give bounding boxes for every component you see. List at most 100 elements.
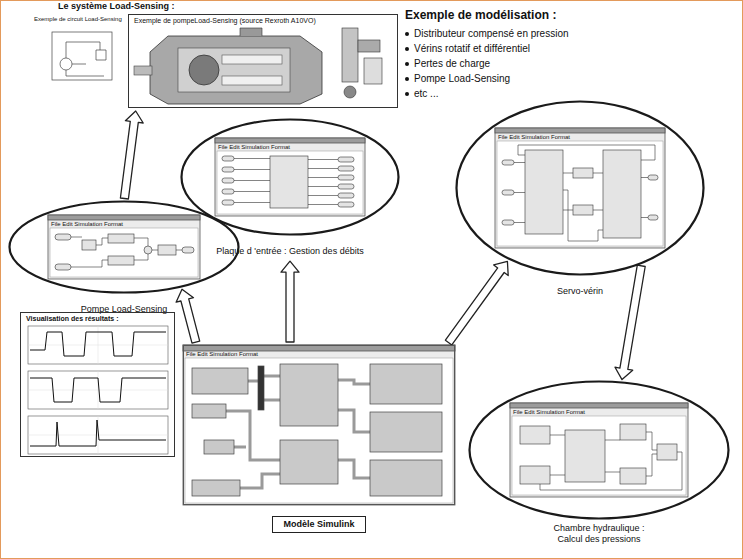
- drawing-rect: [370, 412, 442, 452]
- drawing-rect: [648, 175, 658, 180]
- menu-bar: File Edit Simulation Format: [51, 221, 123, 227]
- drawing-rect: [215, 138, 365, 216]
- drawing-rect: [648, 215, 658, 220]
- drawing-circle: [60, 58, 72, 70]
- drawing-rect: [512, 416, 686, 495]
- menu-bar: File Edit Simulation Format: [186, 351, 258, 357]
- drawing-rect: [657, 444, 677, 460]
- menu-bar: File Edit Simulation Format: [513, 409, 585, 415]
- drawing-rect: [510, 403, 688, 497]
- simulink-window: Modèle Simulink: [183, 345, 455, 505]
- figure-frame: Exemple de pompeLoad-Sensing (source Rex…: [128, 14, 398, 108]
- drawing-rect: [270, 156, 308, 208]
- drawing-path: [30, 332, 166, 356]
- drawing-rect: [338, 202, 354, 207]
- drawing-path: [66, 42, 106, 76]
- drawing-rect: [178, 48, 290, 92]
- section-heading: Exemple de modélisation :: [405, 8, 556, 22]
- section-heading: Le système Load-Sensing :: [58, 1, 175, 12]
- drawing-rect: [183, 345, 455, 505]
- ellipse-outline: [470, 382, 729, 519]
- drawing-path: [150, 36, 322, 104]
- drawing-path: [71, 237, 182, 267]
- drawing-rect: [342, 28, 358, 82]
- zoom-ellipse: Plaque d 'entrée : Gestion des débits: [180, 118, 400, 258]
- drawing-rect: [338, 193, 354, 198]
- drawing-rect: [192, 368, 248, 394]
- drawing-circle: [189, 55, 219, 85]
- block-diagram: [192, 364, 442, 496]
- drawing-rect: [565, 430, 605, 482]
- label-row: Servo-vérin: [455, 279, 705, 298]
- drawing-rect: [222, 178, 234, 183]
- drawing-rect: [48, 215, 200, 279]
- bullet-item: Distributeur compensé en pression: [414, 28, 569, 40]
- window-caption: Modèle Simulink: [272, 516, 365, 533]
- drawing-rect: [620, 468, 646, 484]
- block-diagram: [55, 234, 194, 270]
- drawing-rect: [50, 228, 198, 277]
- hollow-arrow: [615, 265, 645, 379]
- drawing-path: [30, 378, 166, 402]
- drawing-rect: [182, 247, 194, 253]
- drawing-rect: [48, 215, 200, 220]
- drawing-rect: [222, 76, 282, 85]
- drawing-rect: [510, 403, 688, 408]
- drawing-rect: [338, 184, 354, 189]
- drawing-rect: [158, 245, 176, 255]
- circuit-sketch: [52, 32, 112, 80]
- drawing-rect: [134, 66, 152, 75]
- drawing-rect: [280, 440, 338, 484]
- hollow-arrow: [120, 111, 143, 199]
- zoom-ellipse: Chambre hydraulique : Calcul des pressio…: [468, 380, 730, 546]
- zoom-ellipse: Servo-vérin: [455, 100, 705, 298]
- drawing-rect: [222, 55, 282, 64]
- drawing-rect: [502, 190, 514, 195]
- drawing-rect: [222, 167, 234, 172]
- bullet-item: Pompe Load-Sensing: [414, 73, 510, 85]
- drawing-rect: [338, 166, 354, 171]
- drawing-rect: [364, 58, 382, 84]
- drawing-rect: [204, 440, 234, 454]
- bullet-item: Pertes de charge: [414, 58, 490, 70]
- drawing-rect: [502, 220, 514, 225]
- drawing-rect: [573, 205, 593, 215]
- ellipse-outline: [182, 120, 399, 235]
- drawing-path: [240, 28, 262, 36]
- bullet-dot: [405, 92, 409, 96]
- pump-illustration: [134, 28, 382, 104]
- drawing-path: [540, 432, 682, 490]
- drawing-rect: [192, 480, 240, 496]
- ellipse-outline: [468, 380, 730, 520]
- drawing-rect: [338, 175, 354, 180]
- drawing-rect: [495, 128, 665, 248]
- ellipse-label: Servo-vérin: [557, 286, 603, 297]
- drawing-rect: [525, 150, 563, 234]
- drawing-rect: [108, 256, 134, 265]
- drawing-path: [514, 145, 655, 241]
- drawing-rect: [222, 156, 234, 161]
- bullet-dot: [405, 47, 409, 51]
- bullet-dot: [405, 62, 409, 66]
- bullet-dot: [405, 32, 409, 36]
- drawing-rect: [222, 200, 234, 205]
- block-diagram: [520, 424, 682, 490]
- drawing-rect: [603, 150, 641, 238]
- drawing-rect: [82, 240, 96, 250]
- block-diagram: [222, 156, 354, 208]
- menu-bar: File Edit Simulation Format: [498, 134, 570, 140]
- label-row: Plaque d 'entrée : Gestion des débits: [180, 239, 400, 258]
- hollow-arrow: [176, 289, 200, 343]
- ellipse-label: Pompe Load-Sensing: [81, 304, 168, 315]
- drawing-rect: [280, 364, 338, 426]
- drawing-rect: [108, 234, 134, 243]
- drawing-rect: [222, 189, 234, 194]
- block-diagram: [502, 145, 658, 241]
- drawing-path: [234, 159, 338, 205]
- figure-caption: Exemple de circuit Load-Sensing: [34, 16, 122, 23]
- hollow-arrow: [281, 261, 299, 342]
